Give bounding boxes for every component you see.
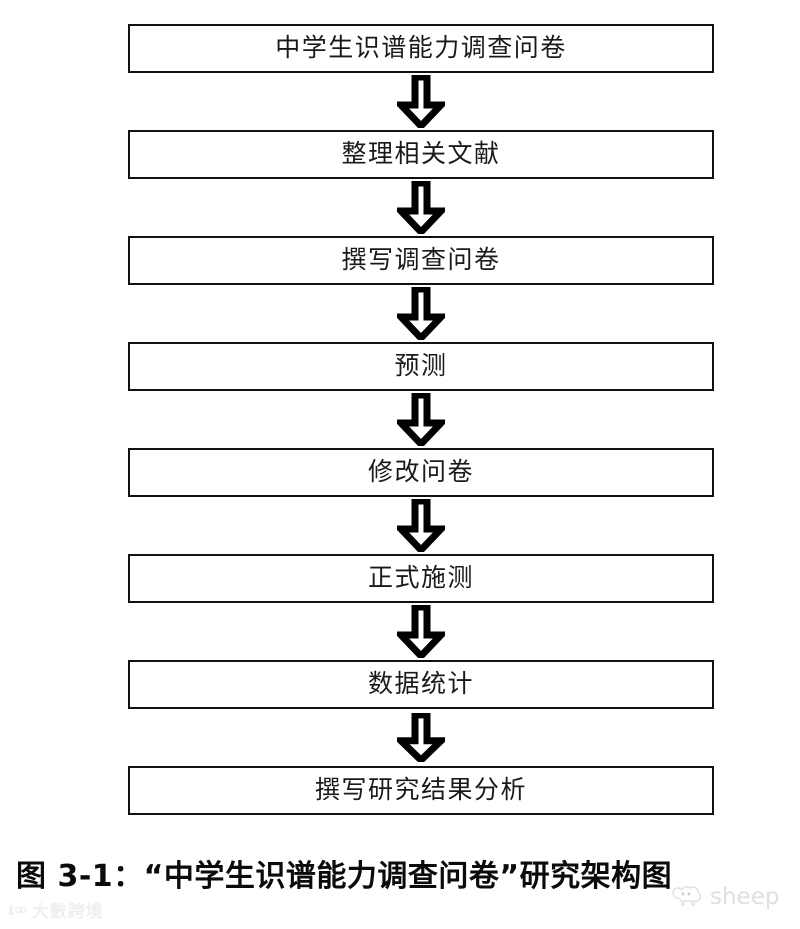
watermark-left: ι∞ 大數跨境 <box>8 897 104 923</box>
flow-connector-4-5 <box>128 391 714 448</box>
flow-connector-2-3 <box>128 179 714 236</box>
flow-step-label: 整理相关文献 <box>341 139 501 168</box>
flow-step-4: 预测 <box>128 342 714 391</box>
flow-step-label: 撰写调查问卷 <box>341 245 501 274</box>
flow-step-label: 数据统计 <box>367 669 474 698</box>
flow-step-6: 正式施测 <box>128 554 714 603</box>
down-block-arrow-icon <box>397 713 445 762</box>
flow-step-label: 正式施测 <box>367 563 474 592</box>
flow-connector-3-4 <box>128 285 714 342</box>
flow-connector-1-2 <box>128 73 714 130</box>
flow-step-label: 修改问卷 <box>367 457 474 486</box>
flow-connector-5-6 <box>128 497 714 554</box>
flow-step-label: 预测 <box>394 351 448 380</box>
figure-caption: 图 3-1：“中学生识谱能力调查问卷”研究架构图 <box>16 859 673 894</box>
flow-connector-7-8 <box>128 709 714 766</box>
flowchart: 中学生识谱能力调查问卷 整理相关文献 撰写调查问卷 预测 <box>128 24 714 815</box>
watermark-logo-icon: ι∞ <box>8 899 28 920</box>
down-block-arrow-icon <box>397 75 445 128</box>
watermark-left-text: 大數跨境 <box>31 902 104 922</box>
flow-step-label: 中学生识谱能力调查问卷 <box>275 33 567 62</box>
flow-step-7: 数据统计 <box>128 660 714 709</box>
down-block-arrow-icon <box>397 181 445 234</box>
flow-connector-6-7 <box>128 603 714 660</box>
flow-step-3: 撰写调查问卷 <box>128 236 714 285</box>
flow-step-label: 撰写研究结果分析 <box>314 775 527 804</box>
down-block-arrow-icon <box>397 605 445 658</box>
flow-step-1: 中学生识谱能力调查问卷 <box>128 24 714 73</box>
flow-step-2: 整理相关文献 <box>128 130 714 179</box>
down-block-arrow-icon <box>397 499 445 552</box>
down-block-arrow-icon <box>397 393 445 446</box>
down-block-arrow-icon <box>397 287 445 340</box>
flow-step-8: 撰写研究结果分析 <box>128 766 714 815</box>
flow-step-5: 修改问卷 <box>128 448 714 497</box>
